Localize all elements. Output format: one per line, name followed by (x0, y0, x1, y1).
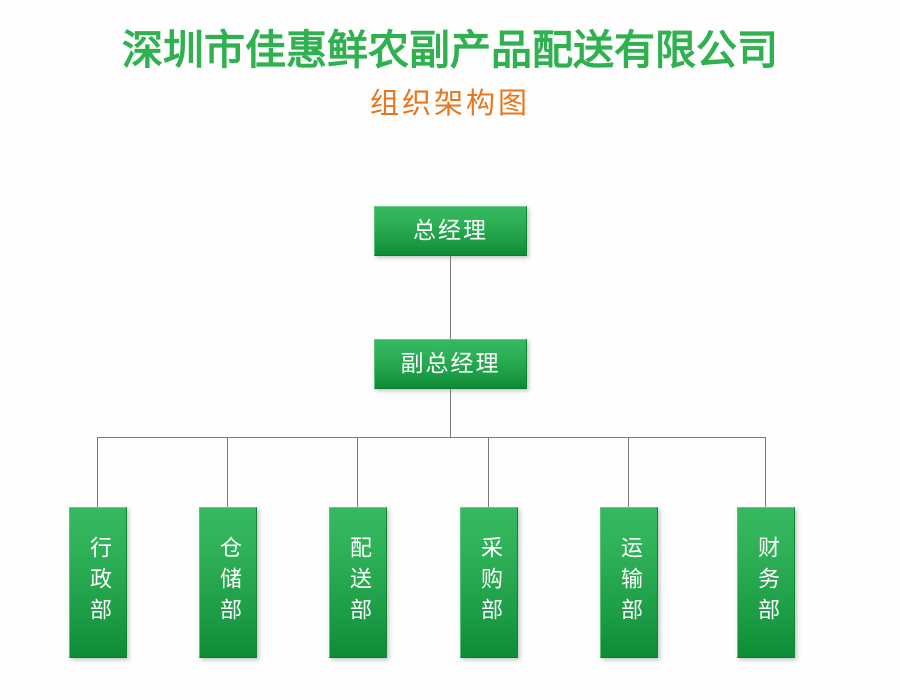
page-subtitle: 组织架构图 (369, 85, 530, 120)
node-department-transportation-label: 运输部 (617, 536, 643, 629)
node-department-administration-label: 行政部 (86, 536, 112, 629)
node-department-warehouse-label: 仓储部 (216, 536, 242, 629)
node-general-manager[interactable]: 总经理 (374, 206, 527, 256)
page-title: 深圳市佳惠鲜农副产品配送有限公司 (122, 26, 778, 74)
node-deputy-general-manager[interactable]: 副总经理 (374, 339, 527, 389)
node-department-distribution-label: 配送部 (346, 536, 372, 629)
node-department-distribution[interactable]: 配送部 (329, 507, 387, 658)
node-deputy-general-manager-label: 副总经理 (400, 350, 501, 377)
node-department-finance-label: 财务部 (754, 536, 780, 629)
node-department-transportation[interactable]: 运输部 (600, 507, 658, 658)
node-department-procurement-label: 采购部 (477, 536, 503, 629)
title-block: 深圳市佳惠鲜农副产品配送有限公司 组织架构图 (0, 0, 900, 120)
node-department-procurement[interactable]: 采购部 (460, 507, 518, 658)
node-general-manager-label: 总经理 (413, 217, 488, 244)
node-department-warehouse[interactable]: 仓储部 (199, 507, 257, 658)
node-department-finance[interactable]: 财务部 (737, 507, 795, 658)
node-department-administration[interactable]: 行政部 (69, 507, 127, 658)
